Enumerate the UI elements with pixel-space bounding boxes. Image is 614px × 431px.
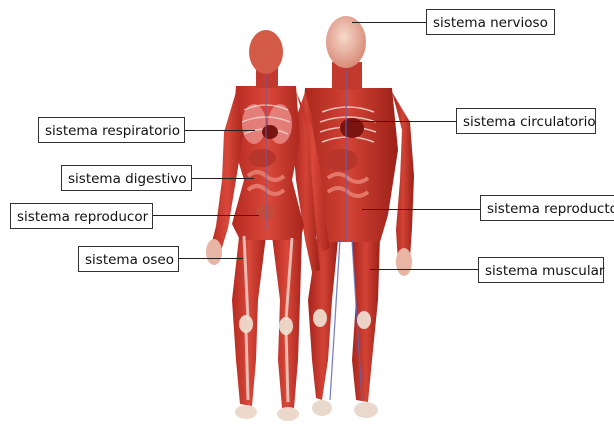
male-right-arm bbox=[392, 92, 414, 262]
label-sistema-reproductor-male: sistema reproductor bbox=[480, 195, 614, 221]
male-right-foot bbox=[354, 402, 378, 418]
female-head bbox=[249, 30, 283, 74]
leader-circulatorio bbox=[350, 121, 456, 122]
female-right-knee bbox=[279, 317, 293, 335]
female-left-foot bbox=[235, 405, 257, 419]
leader-reproductor-male bbox=[362, 209, 480, 210]
male-right-knee bbox=[357, 311, 371, 329]
male-left-foot bbox=[312, 400, 332, 416]
leader-oseo bbox=[179, 258, 243, 259]
label-sistema-oseo: sistema oseo bbox=[78, 246, 179, 272]
male-right-hand bbox=[396, 248, 412, 276]
male-figure bbox=[292, 16, 414, 418]
label-sistema-circulatorio: sistema circulatorio bbox=[456, 108, 596, 134]
female-heart bbox=[262, 125, 278, 139]
female-left-knee bbox=[239, 315, 253, 333]
label-sistema-nervioso: sistema nervioso bbox=[426, 9, 555, 35]
female-right-foot bbox=[277, 407, 299, 421]
leader-digestivo bbox=[192, 178, 254, 179]
male-head bbox=[326, 16, 366, 68]
leader-respiratorio bbox=[185, 130, 255, 131]
female-stomach bbox=[248, 149, 276, 167]
male-stomach bbox=[326, 149, 358, 171]
leader-muscular bbox=[370, 269, 478, 270]
leader-reproductor-female bbox=[153, 215, 259, 216]
label-sistema-respiratorio: sistema respiratorio bbox=[38, 117, 185, 143]
female-left-hand bbox=[206, 239, 222, 265]
leader-nervioso bbox=[352, 22, 426, 23]
label-sistema-digestivo: sistema digestivo bbox=[61, 165, 192, 191]
label-sistema-reproductor-female: sistema reproducor bbox=[10, 203, 153, 229]
male-left-knee bbox=[313, 309, 327, 327]
label-sistema-muscular: sistema muscular bbox=[478, 257, 604, 283]
